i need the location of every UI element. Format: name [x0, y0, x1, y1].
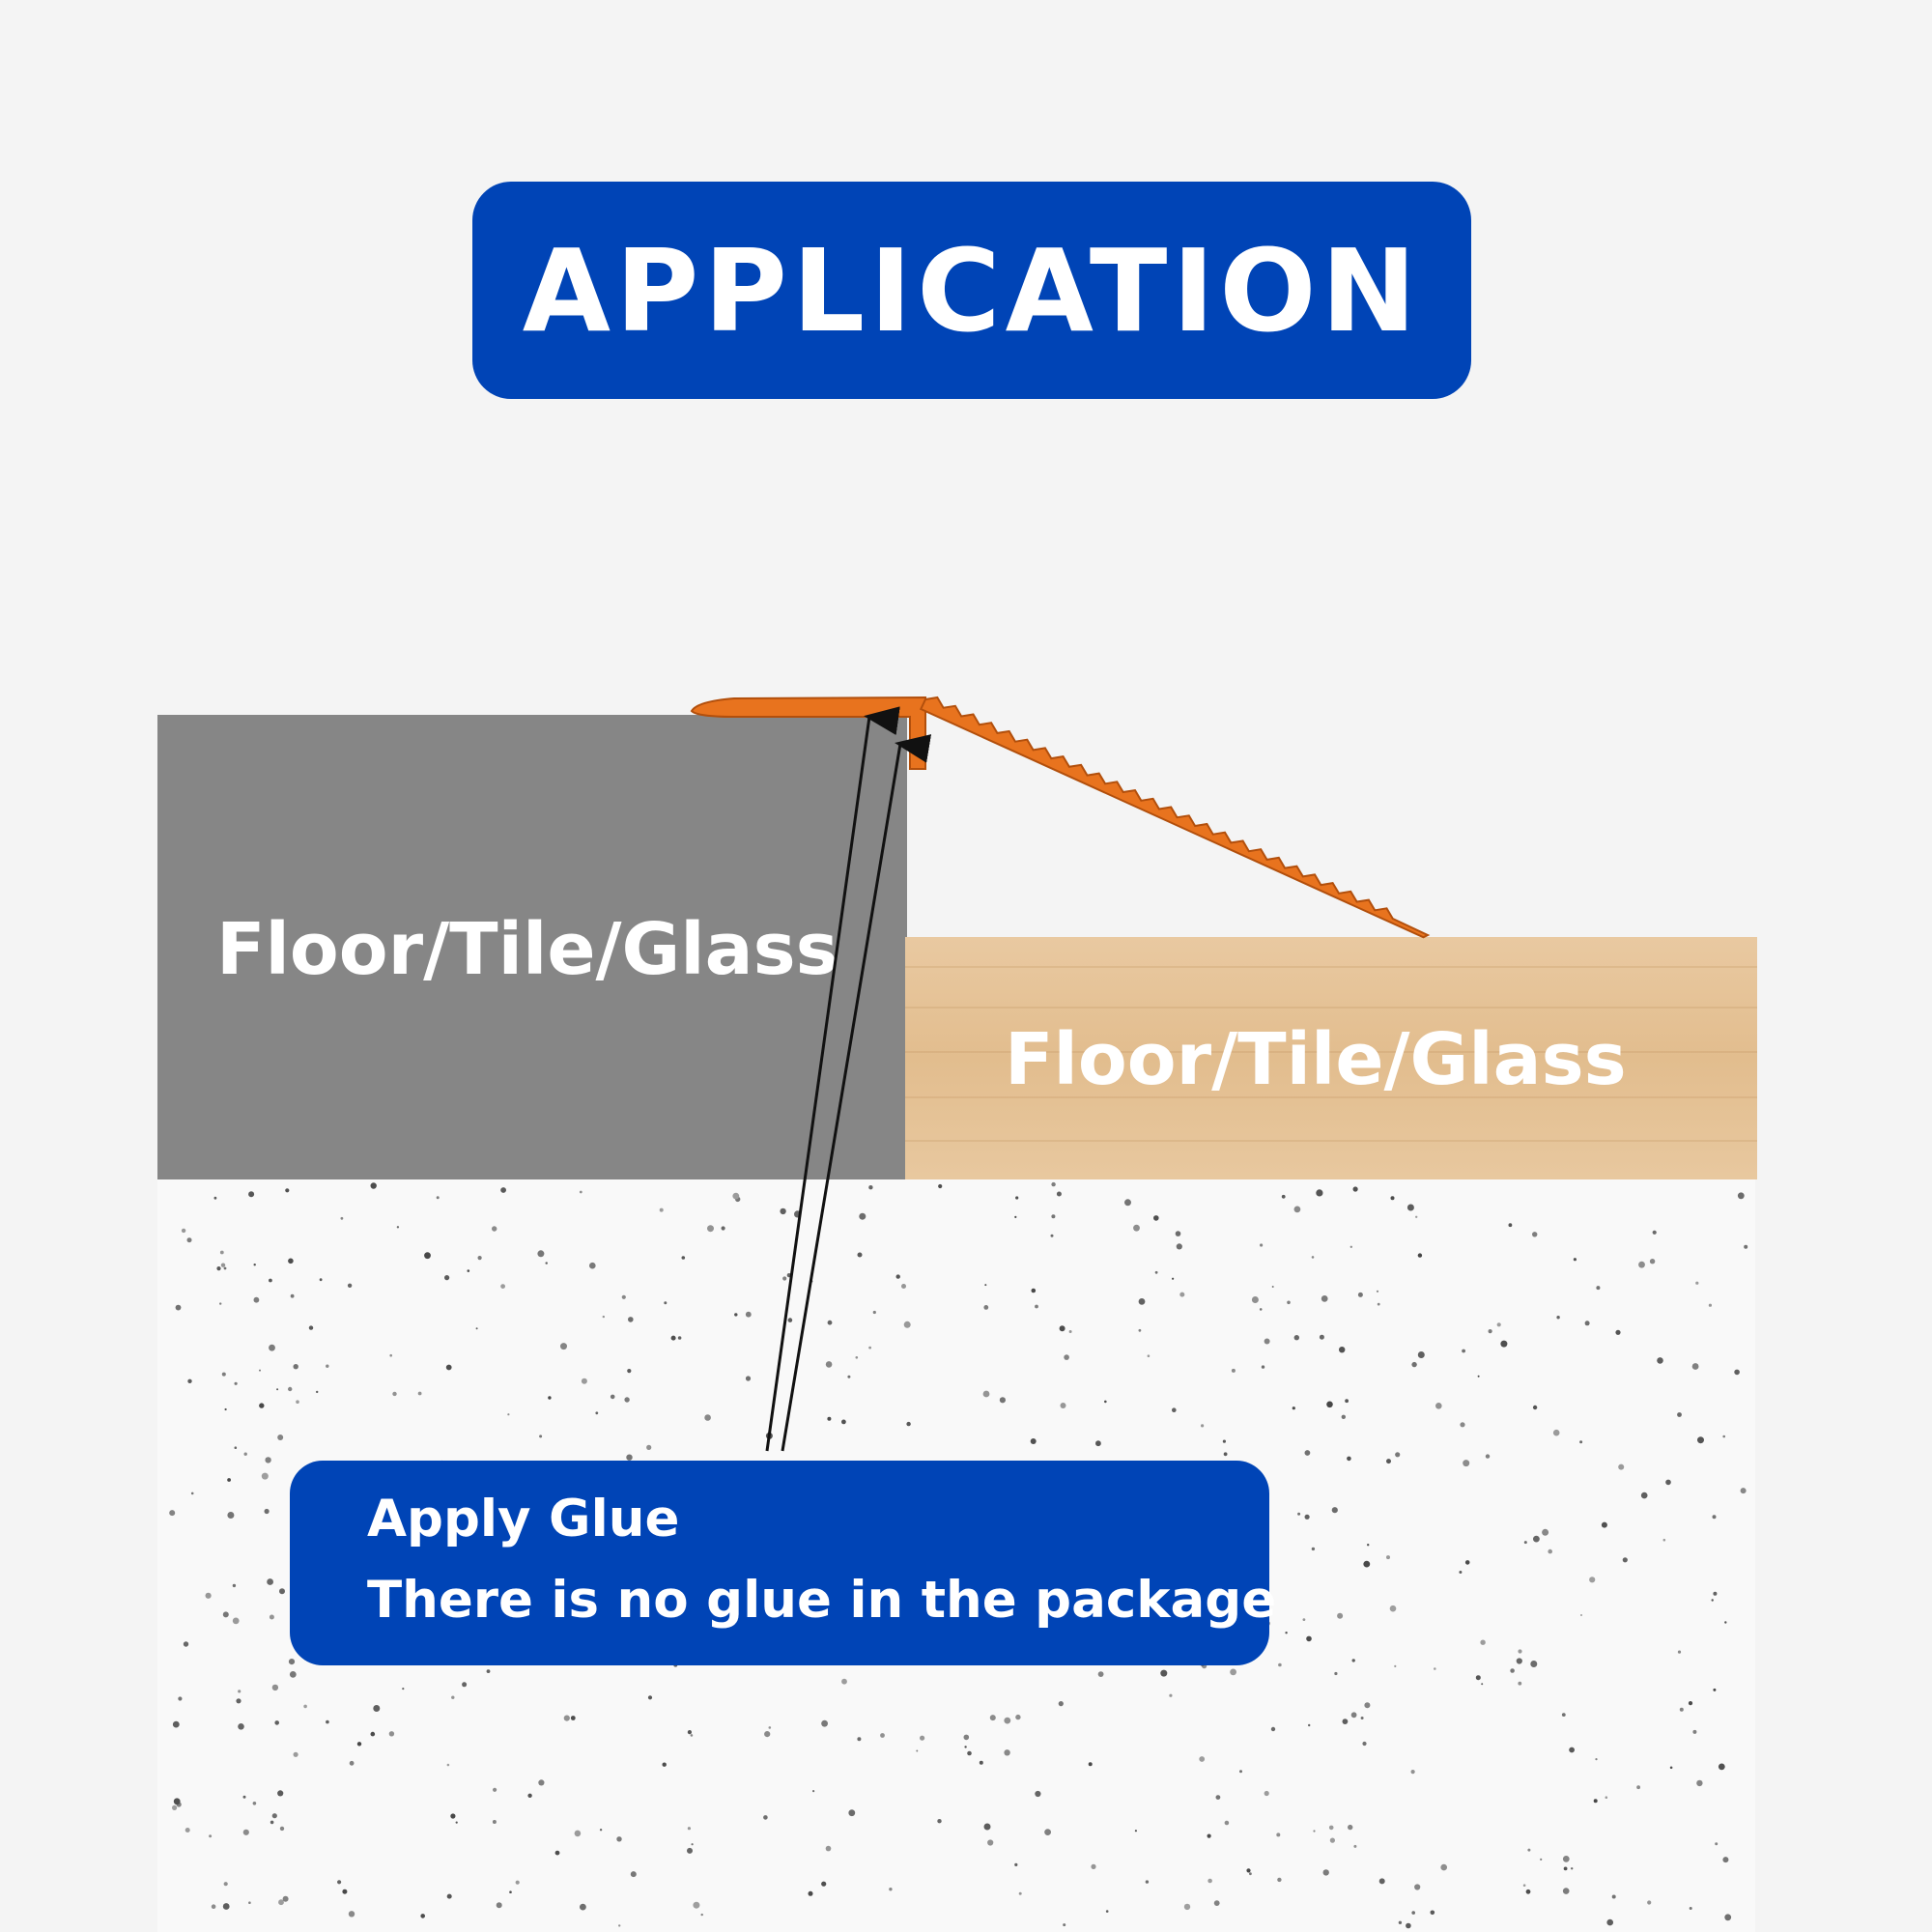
- title-badge: APPLICATION: [472, 182, 1471, 399]
- upper-floor-block: [157, 715, 907, 1179]
- upper-floor-label: Floor/Tile/Glass: [216, 908, 838, 991]
- glue-note-badge: Apply Glue There is no glue in the packa…: [290, 1461, 1276, 1665]
- page-title: APPLICATION: [522, 223, 1422, 357]
- glue-note-line1: Apply Glue: [367, 1490, 680, 1548]
- glue-note-line2: There is no glue in the package: [367, 1571, 1277, 1630]
- lower-floor-block: [905, 937, 1757, 1179]
- lower-floor-label: Floor/Tile/Glass: [1005, 1018, 1627, 1101]
- glue-arrow-top: [765, 706, 900, 1452]
- concrete-speckles: [169, 1181, 1748, 1929]
- glue-arrow-side: [781, 734, 932, 1452]
- orange-ramp-profile: [690, 696, 1431, 939]
